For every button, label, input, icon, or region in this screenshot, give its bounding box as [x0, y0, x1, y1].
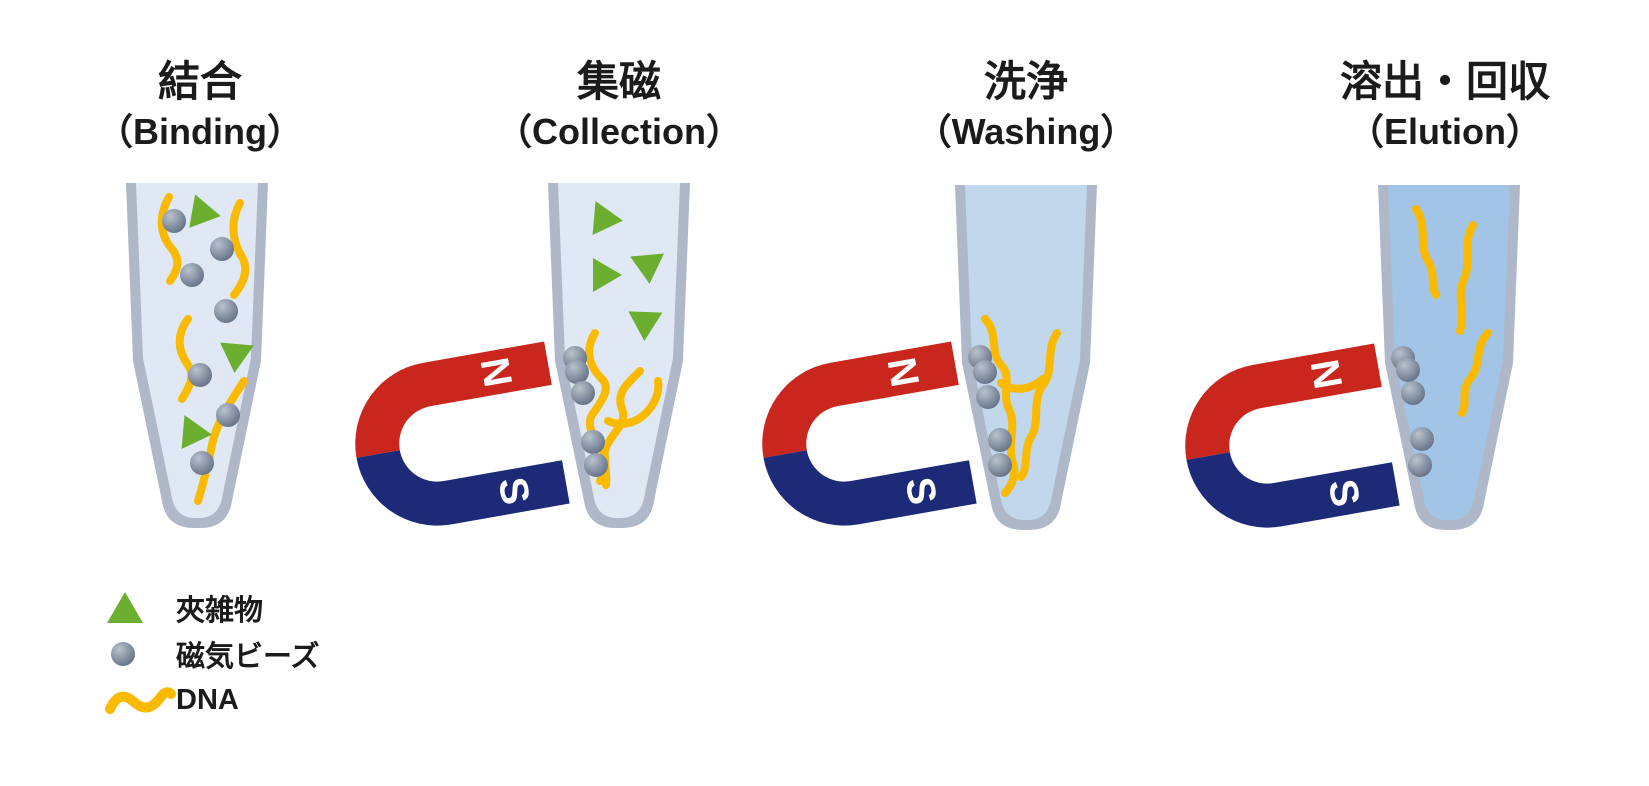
- magnetic-beads: [968, 345, 1012, 477]
- stage-title-ja: 溶出・回収: [1339, 58, 1550, 105]
- dna-strand: [194, 377, 248, 505]
- magnetic-bead: [1401, 381, 1425, 405]
- impurity-triangle: [628, 311, 663, 341]
- legend-item-dna: DNA: [104, 677, 320, 723]
- tube-collection: [548, 183, 690, 528]
- dna-strand: [175, 315, 196, 403]
- magnetic-bead: [1408, 453, 1432, 477]
- magnetic-bead: [584, 453, 608, 477]
- horseshoe-magnet-collection: N S: [355, 341, 570, 526]
- impurity-triangle: [630, 253, 664, 284]
- impurity-triangle-icon: [107, 592, 143, 623]
- magnetic-bead: [210, 237, 234, 261]
- dna-strand: [981, 315, 1019, 497]
- dna-strand: [1017, 329, 1061, 481]
- magnetic-bead-icon: [111, 642, 135, 666]
- magnetic-bead: [216, 403, 240, 427]
- magnetic-bead: [1410, 427, 1434, 451]
- impurity-triangles: [181, 194, 254, 449]
- impurity-triangle: [593, 258, 622, 292]
- stage-title-elution: 溶出・回収 （Elution）: [1245, 56, 1645, 156]
- stage-title-ja: 洗浄: [983, 58, 1068, 105]
- magnet-south-pole: [1186, 452, 1400, 528]
- magnetic-bead: [162, 209, 186, 233]
- horseshoe-magnet-washing: N S: [762, 341, 977, 526]
- legend-item-bead: 磁気ビーズ: [104, 631, 320, 677]
- legend-item-impurity: 夾雑物: [104, 585, 320, 631]
- stage-title-ja: 結合: [157, 58, 242, 105]
- magnetic-beads: [563, 346, 608, 477]
- impurity-triangle: [220, 342, 254, 373]
- magnet-north-pole: [762, 341, 959, 458]
- magnetic-bead: [571, 381, 595, 405]
- magnet-south-pole: [356, 450, 570, 526]
- stage-title-binding: 結合 （Binding）: [0, 56, 400, 156]
- dna-strand: [229, 199, 250, 299]
- stage-title-collection: 集磁 （Collection）: [419, 56, 819, 156]
- legend: 夾雑物 磁気ビーズ DNA: [104, 585, 320, 723]
- dna-strand: [1456, 221, 1477, 335]
- impurity-triangles: [592, 201, 664, 341]
- stage-title-en: （Washing）: [915, 111, 1137, 152]
- tube-washing: [955, 185, 1097, 530]
- tube-liquid: [136, 183, 258, 518]
- dna-strand: [157, 193, 182, 285]
- impurity-triangle: [181, 415, 212, 449]
- magnetic-bead: [565, 360, 589, 384]
- magnetic-beads: [1391, 346, 1434, 477]
- dna-strand: [1458, 329, 1492, 417]
- dna-strand: [1412, 205, 1440, 299]
- magnetic-bead: [988, 428, 1012, 452]
- legend-label: 夾雑物: [176, 595, 264, 627]
- magnet-north-pole: [355, 341, 552, 458]
- dna-strand: [997, 375, 1047, 393]
- dna-strands: [157, 193, 250, 505]
- magnetic-bead: [180, 263, 204, 287]
- dna-strand: [604, 377, 663, 428]
- magnetic-bead: [581, 430, 605, 454]
- magnetic-beads: [162, 209, 240, 475]
- tube-binding: [126, 183, 268, 528]
- magnetic-bead: [1396, 358, 1420, 382]
- legend-label: 磁気ビーズ: [176, 641, 320, 673]
- dna-strand-icon: [105, 687, 176, 714]
- impurity-triangle: [189, 194, 221, 228]
- magnetic-bead: [214, 299, 238, 323]
- dna-strands: [1412, 205, 1492, 417]
- magnet-south-pole: [763, 450, 977, 526]
- stage-title-en: （Collection）: [495, 111, 742, 152]
- magnetic-bead: [188, 363, 212, 387]
- magnetic-bead: [988, 453, 1012, 477]
- stage-title-ja: 集磁: [576, 58, 661, 105]
- magnetic-bead: [976, 385, 1000, 409]
- horseshoe-magnet-elution: N S: [1185, 343, 1400, 528]
- impurity-triangle: [592, 201, 623, 235]
- magnetic-bead: [190, 451, 214, 475]
- magnet-north-pole: [1185, 343, 1382, 460]
- stage-title-en: （Elution）: [1348, 111, 1542, 152]
- legend-label: DNA: [176, 683, 239, 716]
- magnetic-bead: [973, 360, 997, 384]
- stage-title-en: （Binding）: [97, 111, 303, 152]
- stage-title-washing: 洗浄 （Washing）: [826, 56, 1226, 156]
- tube-elution: [1378, 185, 1520, 530]
- dna-strands: [981, 315, 1061, 497]
